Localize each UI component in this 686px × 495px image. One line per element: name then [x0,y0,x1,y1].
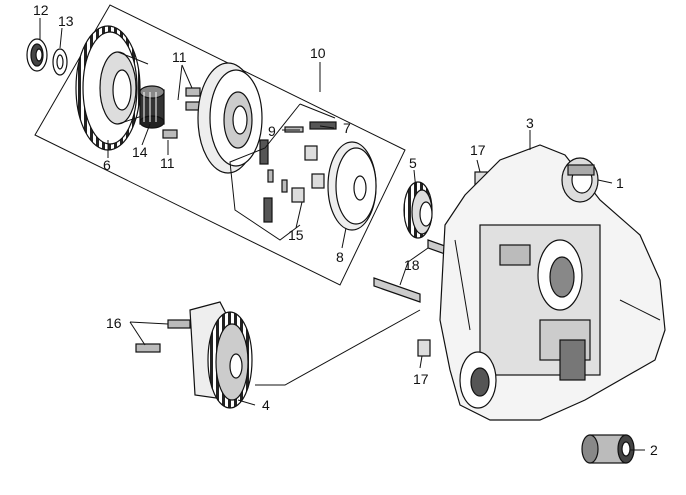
callout-2: 2 [650,442,658,458]
callout-7: 7 [343,120,351,136]
plate-8 [327,141,377,231]
callout-11-lower: 11 [160,155,175,171]
callout-18: 18 [404,257,420,273]
callout-4: 4 [262,397,270,413]
oil-filler-1 [561,157,599,203]
callout-13: 13 [58,13,74,29]
oil-seal-12 [26,38,48,72]
starter-gear-6 [75,25,149,151]
bushing-2 [581,434,635,464]
spring-7 [259,121,337,223]
callout-3: 3 [526,115,534,131]
callout-1: 1 [616,175,624,191]
callout-16: 16 [106,315,122,331]
leader-lines [39,18,645,451]
roller-15 [291,145,325,203]
assembly-line-pump [255,309,421,386]
washer-13 [52,48,68,76]
callout-17-upper: 17 [470,142,486,158]
callout-6: 6 [103,157,111,173]
bolt-11-lower [162,129,178,139]
callout-14: 14 [132,144,148,160]
callout-15: 15 [288,227,304,243]
screw-16 [135,319,191,353]
oil-pump-4 [189,301,253,409]
callout-5: 5 [409,155,417,171]
gear-5 [403,181,433,239]
crankcase-3 [439,144,666,421]
callout-10: 10 [310,45,326,61]
dowel-pin-17-lower [417,339,431,357]
callout-9: 9 [268,123,276,139]
needle-bearing-14 [139,85,165,129]
callout-8: 8 [336,249,344,265]
callout-labels: 12 13 11 10 9 7 6 14 11 3 17 5 1 15 8 18… [33,2,658,458]
bolt-11-upper [185,87,201,111]
callout-12: 12 [33,2,49,18]
callout-17-lower: 17 [413,371,429,387]
callout-11-upper: 11 [172,49,187,65]
clutch-housing [197,62,263,174]
